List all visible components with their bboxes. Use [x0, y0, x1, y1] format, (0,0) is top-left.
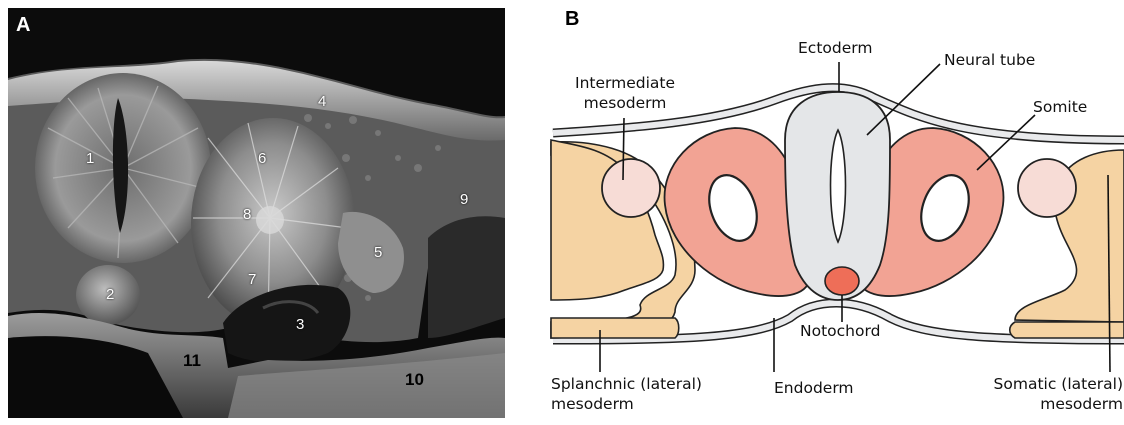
sem-label-9: 9	[460, 191, 468, 208]
label-endoderm: Endoderm	[774, 378, 854, 398]
label-ectoderm: Ectoderm	[798, 38, 872, 58]
sem-label-8: 8	[243, 206, 251, 223]
left-intermediate-mesoderm	[602, 159, 660, 217]
label-somite: Somite	[1033, 97, 1087, 117]
sem-micrograph-image	[8, 8, 505, 418]
panel-a-letter: A	[16, 14, 30, 37]
label-intermediate-mesoderm: Intermediate mesoderm	[575, 73, 675, 113]
left-splanchnic-layer	[551, 318, 679, 338]
sem-label-7: 7	[248, 271, 256, 288]
sem-label-11: 11	[183, 351, 201, 371]
schematic-panel: B Ectoderm Neural tube Intermediate meso…	[545, 0, 1124, 425]
label-neural-tube: Neural tube	[944, 50, 1035, 70]
schematic-diagram	[545, 0, 1124, 425]
panel-b-letter: B	[565, 8, 579, 31]
sem-label-3: 3	[296, 316, 304, 333]
sem-micrograph-panel: A 1 2 3 4 5 6 7 8 9 10 11	[8, 8, 505, 418]
neural-canal	[831, 130, 846, 242]
notochord	[825, 267, 859, 295]
sem-label-4: 4	[318, 93, 326, 110]
right-intermediate-mesoderm	[1018, 159, 1076, 217]
sem-label-6: 6	[258, 150, 266, 167]
sem-label-2: 2	[106, 286, 114, 303]
label-splanchnic-mesoderm: Splanchnic (lateral) mesoderm	[551, 374, 702, 414]
sem-label-5: 5	[374, 244, 382, 261]
sem-label-1: 1	[86, 150, 94, 167]
label-notochord: Notochord	[800, 321, 880, 341]
sem-label-10: 10	[405, 370, 424, 390]
right-splanchnic-layer	[1010, 322, 1124, 338]
label-somatic-mesoderm: Somatic (lateral) mesoderm	[973, 374, 1123, 414]
